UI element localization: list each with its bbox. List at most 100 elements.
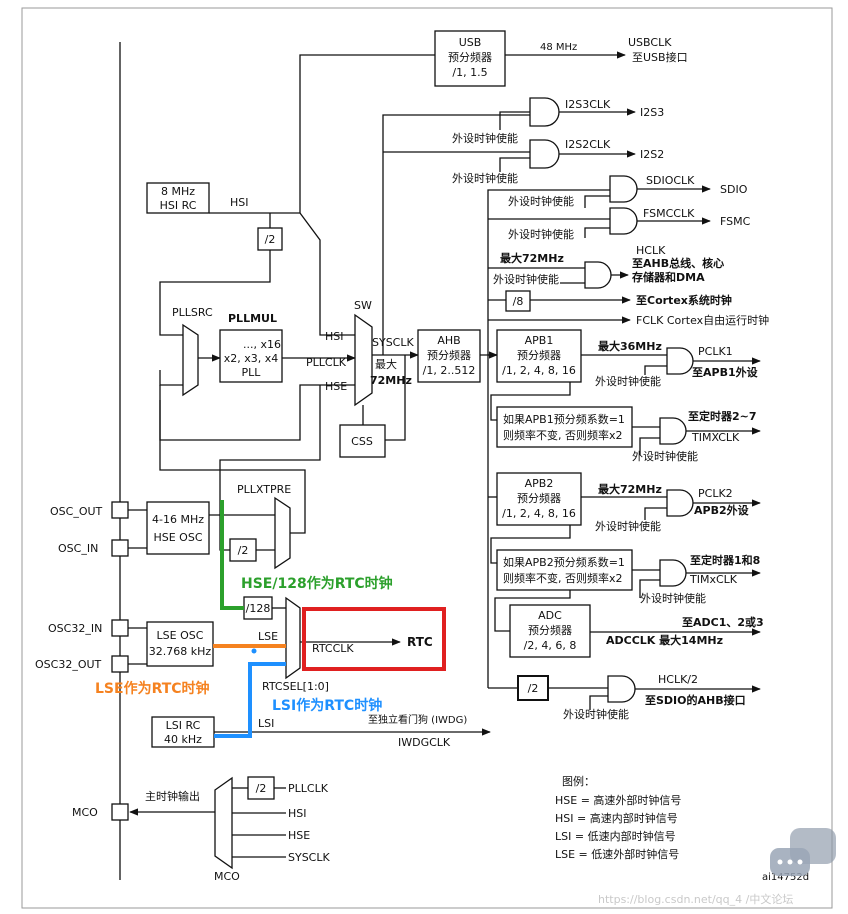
apb1-max-label: 最大36MHz [598, 339, 662, 353]
mco-sysclk-label: SYSCLK [288, 851, 330, 864]
hclk2-gate [607, 675, 636, 703]
usb-48mhz-label: 48 MHz [540, 42, 577, 53]
apb2-timer-note-box [496, 549, 633, 591]
diagram-frame [21, 7, 833, 909]
hsi-rc-label: HSI RC [160, 199, 197, 212]
apb1-timer-note-box [496, 406, 633, 448]
timx-enable-label: 外设时钟使能 [632, 449, 698, 463]
legend-item: LSE = 低速外部时钟信号 [555, 847, 679, 861]
hse-osc-label: HSE OSC [153, 531, 202, 544]
ahb-prescaler-box [417, 329, 481, 383]
i2s2-gate [529, 139, 560, 169]
fsmc-label: FSMC [720, 215, 751, 228]
to-timer18-label: 至定时器1和8 [690, 553, 760, 567]
apb1-prescaler-label: 预分频器 [517, 348, 561, 362]
hsi-div2-label: /2 [265, 233, 276, 246]
apb1-prescaler-label: /1, 2, 4, 8, 16 [502, 364, 576, 377]
timx2-gate [659, 559, 687, 587]
mco-div2-label: /2 [256, 782, 267, 795]
osc-out-label: OSC_OUT [50, 505, 103, 518]
lsi-annotation: LSI作为RTC时钟 [272, 697, 382, 714]
hsi-rc-label: 8 MHz [161, 185, 195, 198]
i2s2clk-label: I2S2CLK [565, 138, 611, 151]
to-iwdg-label: 至独立看门狗 (IWDG) [368, 713, 467, 726]
mco-hsi-label: HSI [288, 807, 307, 820]
timx-gate [659, 417, 687, 445]
i2s2-enable-label: 外设时钟使能 [452, 171, 518, 185]
to-usb-label: 至USB接口 [632, 51, 688, 64]
usb-prescaler-box [434, 30, 506, 87]
lse-line-label: LSE [258, 630, 278, 643]
mco-output-label: 主时钟输出 [145, 789, 200, 803]
to-timer27-label: 至定时器2~7 [688, 409, 757, 423]
i2s3-gate [529, 97, 560, 127]
mco-hse-label: HSE [288, 829, 310, 842]
mco-mux-label: MCO [214, 870, 240, 883]
lse-osc-label: LSE OSC [157, 629, 204, 642]
lse-osc-label: 32.768 kHz [149, 645, 212, 658]
apb1-prescaler-label: APB1 [525, 334, 554, 347]
pclk1-enable-label: 外设时钟使能 [595, 374, 661, 388]
hse-osc-box [146, 501, 210, 555]
hclk-enable-label: 外设时钟使能 [493, 272, 559, 286]
sw-pllclk-input-label: PLLCLK [306, 356, 347, 369]
hclk-max-label: 最大72MHz [500, 251, 564, 265]
mco-label: MCO [72, 806, 98, 819]
pclk1-label: PCLK1 [698, 345, 733, 358]
hclk-gate [584, 261, 612, 289]
pllmul-label: PLLMUL [228, 312, 277, 325]
pllxtpre-mux [274, 496, 291, 570]
hclk-div2-label: /2 [528, 682, 539, 695]
pll-box [219, 329, 283, 383]
css-box [339, 424, 386, 458]
sdio-label: SDIO [720, 183, 748, 196]
pclk2-gate [666, 489, 694, 517]
osc-in-pin [111, 539, 129, 557]
adc-prescaler-label: /2, 4, 6, 8 [524, 639, 577, 652]
legend-title: 图例： [562, 774, 595, 788]
pll-label: ..., x16 [243, 338, 281, 351]
rtcsel-mux [285, 596, 301, 680]
sw-hsi-input-label: HSI [325, 330, 344, 343]
to-apb2-label: APB2外设 [694, 503, 750, 517]
sw-mux [354, 313, 373, 407]
osc32-in-pin [111, 619, 129, 637]
apb2-prescaler-box [496, 472, 582, 526]
lsi-path [214, 662, 286, 738]
sysclk-label: SYSCLK [372, 336, 414, 349]
apb2-max-label: 最大72MHz [598, 482, 662, 496]
mco-pllclk-label: PLLCLK [288, 782, 329, 795]
osc-in-label: OSC_IN [58, 542, 98, 555]
cortex-timer-label: 至Cortex系统时钟 [636, 293, 732, 307]
sdio-gate [609, 175, 638, 203]
legend-item: HSE = 高速外部时钟信号 [555, 793, 681, 807]
ahb-prescaler-label: 预分频器 [427, 348, 471, 362]
adcclk-label: ADCCLK 最大14MHz [606, 633, 723, 647]
mco-mux [214, 776, 233, 870]
rtc-label: RTC [407, 635, 433, 649]
to-adc-label: 至ADC1、2或3 [682, 615, 764, 629]
lsi-rc-label: LSI RC [166, 719, 201, 732]
hse-div2-label: /2 [238, 544, 249, 557]
to-apb1-label: 至APB1外设 [692, 365, 759, 379]
i2s3-enable-label: 外设时钟使能 [452, 131, 518, 145]
css-label: CSS [351, 435, 373, 448]
fsmc-enable-label: 外设时钟使能 [508, 227, 574, 241]
cortex-div8-label: /8 [513, 295, 524, 308]
hse-osc-label: 4-16 MHz [152, 513, 204, 526]
lse-junction-dot [251, 648, 257, 654]
hse-div128-label: /128 [246, 602, 271, 615]
osc32-out-label: OSC32_OUT [35, 658, 102, 671]
to-sdio-ahb-label: 至SDIO的AHB接口 [645, 693, 746, 707]
fclk-label: FCLK Cortex自由运行时钟 [636, 313, 769, 327]
usb-prescaler-label: 预分频器 [448, 50, 492, 64]
hclk-dest-label: 存储器和DMA [632, 270, 705, 284]
pll-label: PLL [242, 366, 262, 379]
pllsrc-mux [182, 323, 199, 397]
osc32-out-pin [111, 655, 129, 673]
hsi-line-label: HSI [230, 196, 249, 209]
iwdgclk-label: IWDGCLK [398, 736, 451, 749]
hse128-annotation: HSE/128作为RTC时钟 [241, 575, 393, 592]
timxclk-label: TIMXCLK [691, 431, 740, 444]
